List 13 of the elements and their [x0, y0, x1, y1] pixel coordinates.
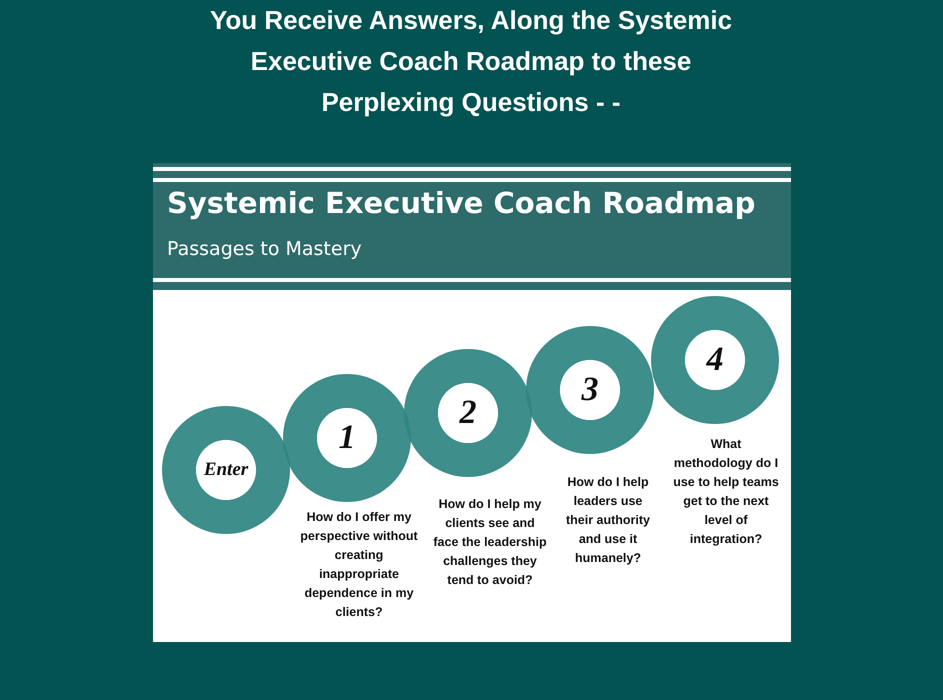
question-text: How do I help my clients see and face the leadership challenges they tend to avoid? [432, 496, 548, 589]
page-title: You Receive Answers, Along the Systemic Executive Coach Roadmap to these Perplexing Questions - - [208, 4, 734, 119]
question-text: What methodology do I use to help teams get to the next level of integration? [672, 436, 780, 548]
ring-label: 1 [338, 419, 356, 457]
banner-subheading: Passages to Mastery [167, 238, 362, 260]
ring-label: 2 [460, 394, 476, 432]
ring-label: 4 [706, 341, 724, 379]
question-text: How do I help leaders use their authority and use it humanely? [564, 474, 652, 567]
question-text: How do I offer my perspective without creating inappropriate dependence in my clients? [299, 509, 419, 621]
ring-label: Enter [204, 459, 248, 481]
ring-label: 3 [582, 371, 598, 409]
header-banner [153, 163, 791, 290]
banner-heading: Systemic Executive Coach Roadmap [167, 186, 756, 220]
